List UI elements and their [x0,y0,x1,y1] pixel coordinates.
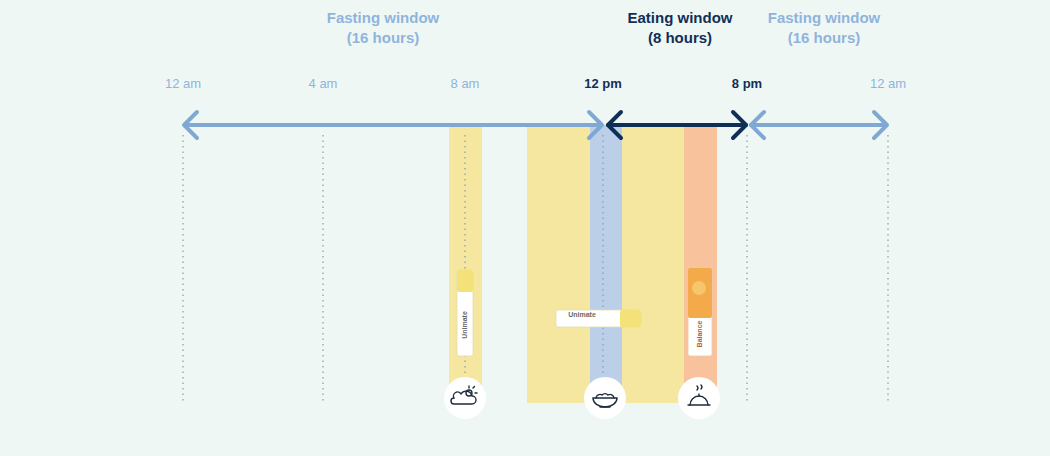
product-name: Balance [696,321,704,348]
dinner-band [684,125,717,403]
product-name: Unimate [568,311,596,319]
window-heading: Eating window (8 hours) [624,8,736,48]
lunch-band [590,125,622,403]
morning-band [449,125,482,403]
window-heading: Fasting window (16 hours) [761,8,887,48]
product-sachets [457,268,712,356]
meal-icons [444,377,720,419]
time-label: 8 am [451,74,480,94]
time-label: 8 pm [732,74,762,94]
midday-band [527,125,684,403]
time-label: 12 am [165,74,201,94]
time-label: 4 am [309,74,338,94]
product-name: Unimate [461,311,469,339]
time-label: 12 am [870,74,906,94]
hour-gridlines [183,135,888,402]
time-label: 12 pm [584,74,622,94]
window-heading: Fasting window (16 hours) [320,8,446,48]
timeline-arrows [184,112,887,138]
